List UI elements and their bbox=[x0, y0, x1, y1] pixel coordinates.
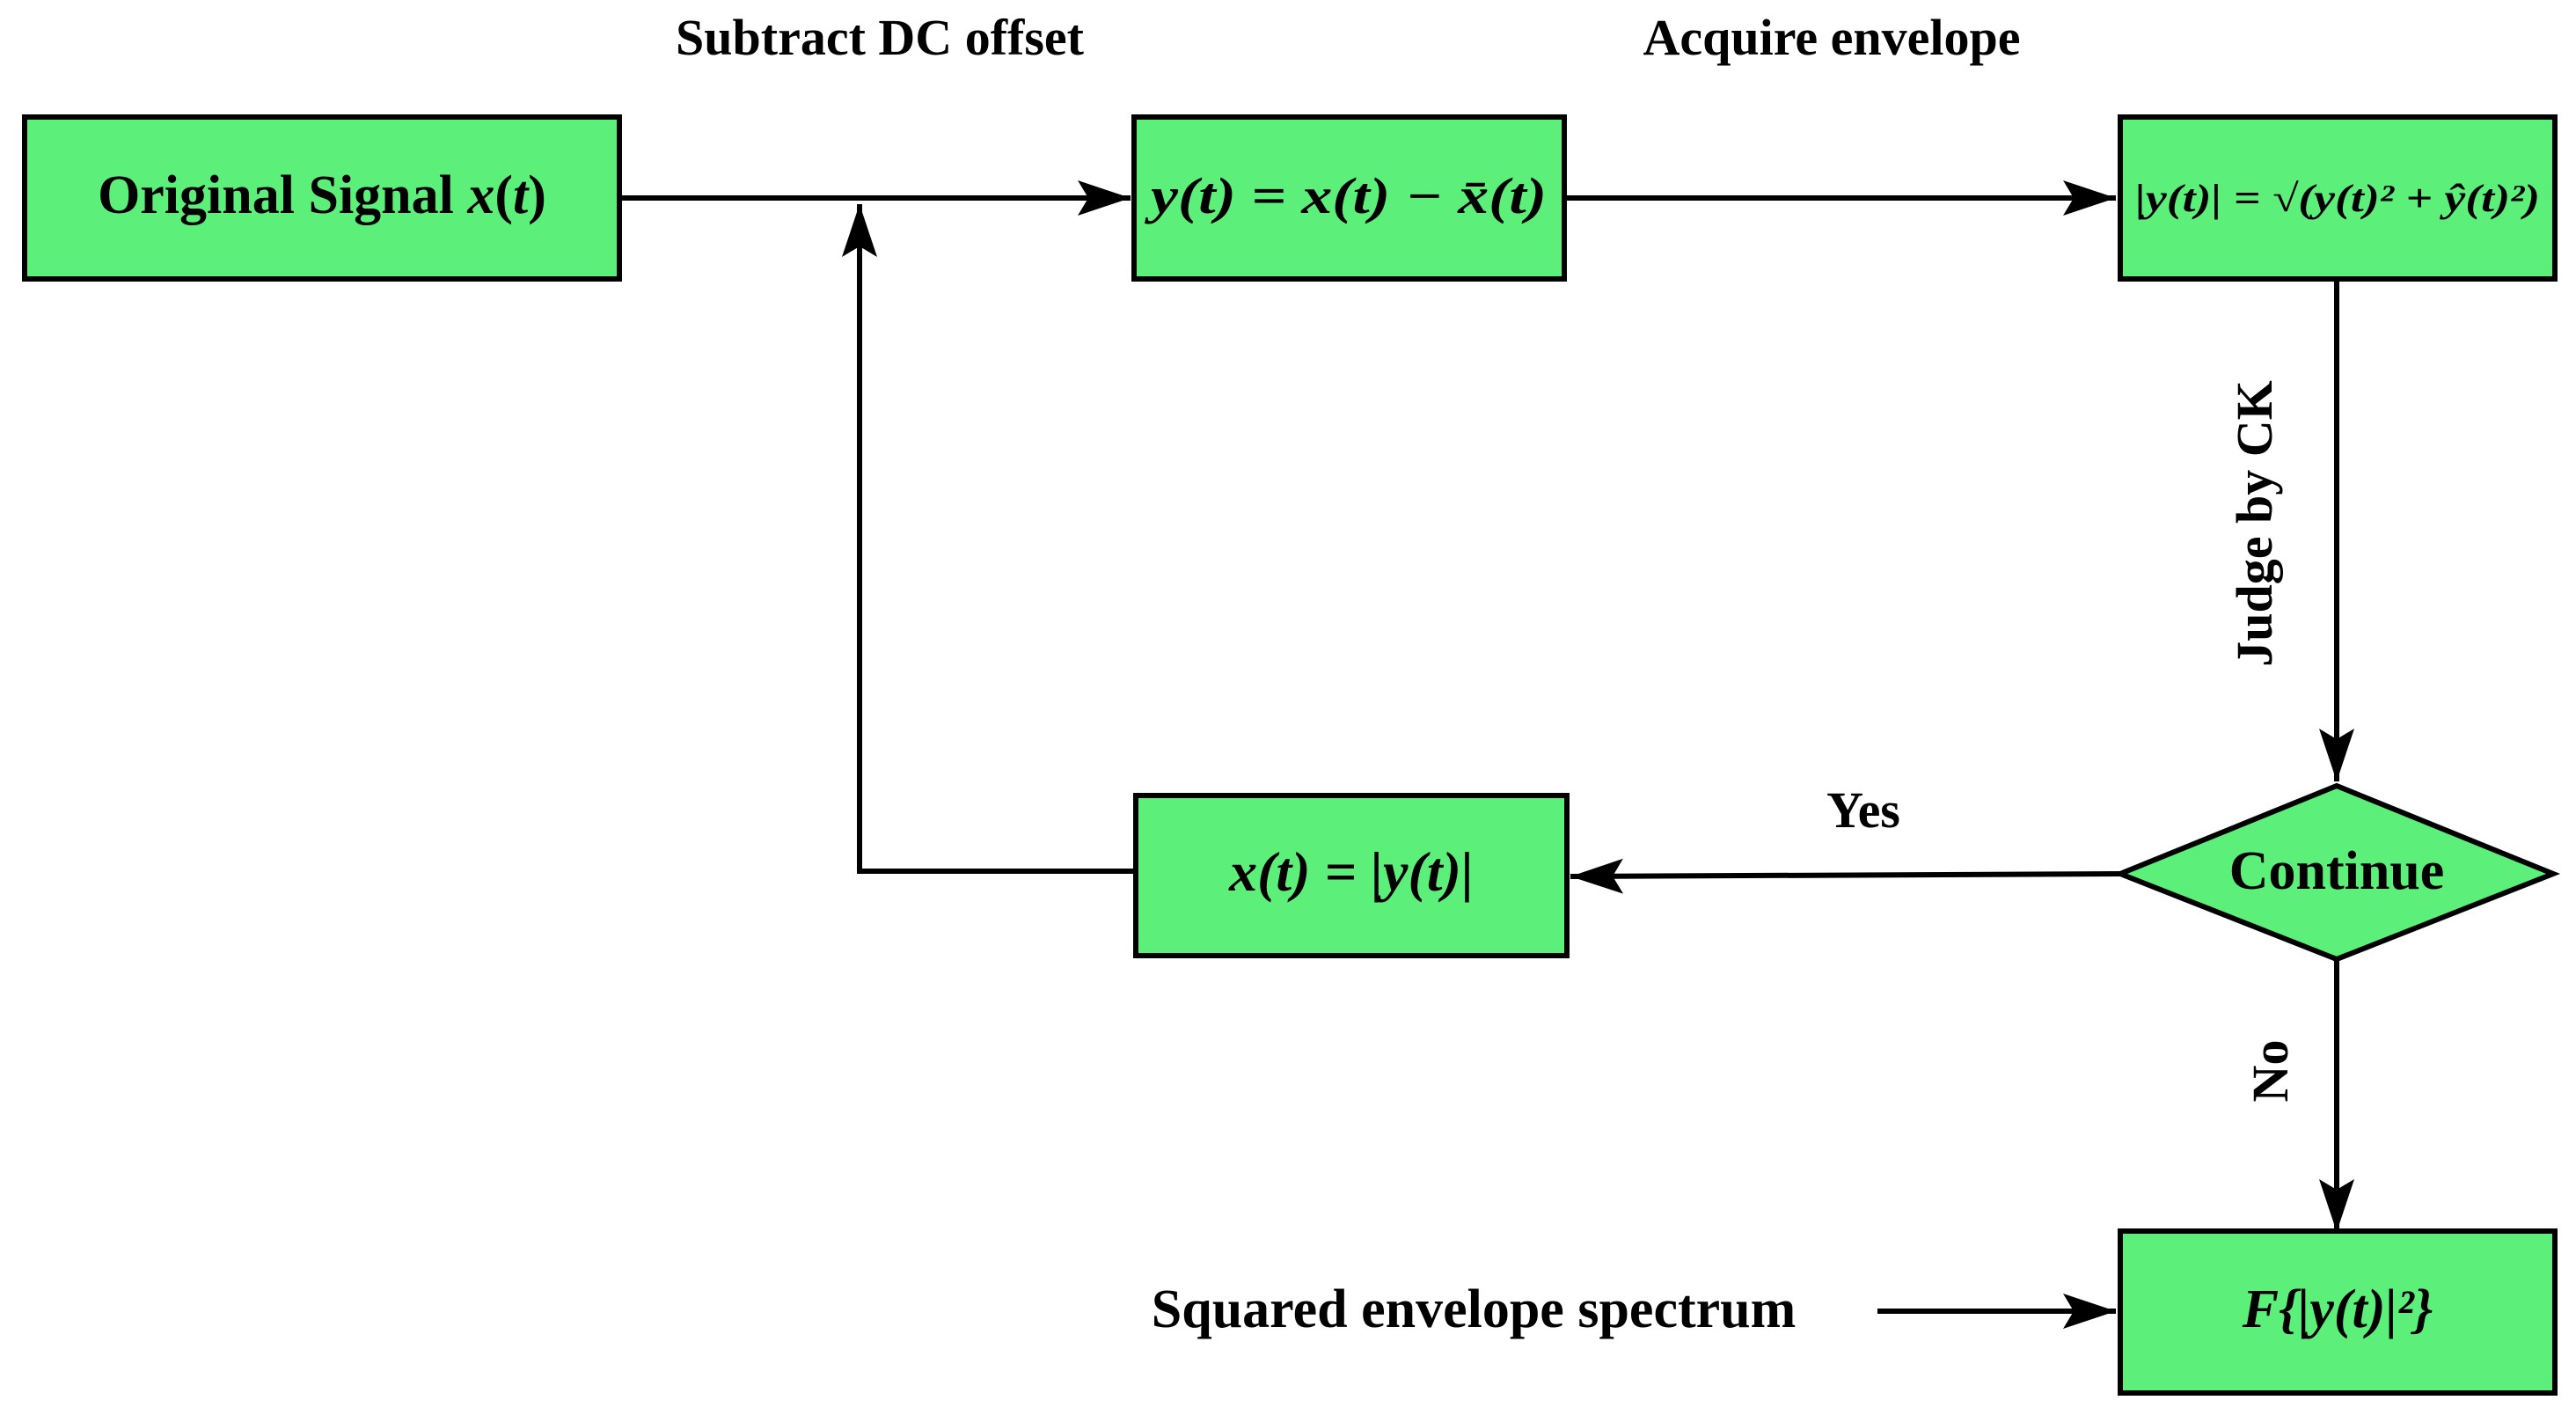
no-label: No bbox=[2242, 1040, 2299, 1103]
acquire-envelope-label: Acquire envelope bbox=[1643, 9, 2020, 66]
continue-decision: Continue bbox=[2112, 782, 2561, 963]
update-formula-rect bbox=[1133, 793, 1570, 958]
arrow-decision-to-update bbox=[1570, 858, 2121, 894]
squared-envelope-spectrum-label: Squared envelope spectrum bbox=[1152, 1279, 1797, 1339]
original-signal-box: Original Signal x(t) bbox=[22, 114, 622, 282]
spectrum-formula-box: F{|y(t)|²} bbox=[2118, 1228, 2558, 1396]
update-formula-box: x(t) = |y(t)| bbox=[1133, 793, 1570, 958]
original-signal-rect bbox=[22, 114, 622, 282]
subtract-dc-label: Subtract DC offset bbox=[676, 9, 1085, 66]
envelope-formula-box: |y(t)| = √(y(t)² + ŷ(t)²) bbox=[2118, 114, 2558, 282]
subtract-formula-box: y(t) = x(t) − x̄(t) bbox=[1131, 114, 1567, 282]
continue-text: Continue bbox=[2229, 841, 2445, 901]
yes-label: Yes bbox=[1826, 781, 1900, 839]
spectrum-formula-rect bbox=[2118, 1228, 2558, 1396]
arrow-update-loop-back bbox=[842, 204, 1133, 874]
subtract-formula-text: y(t) = x(t) − x̄(t) bbox=[1145, 167, 1547, 224]
original-signal-text: Original Signal x(t) bbox=[98, 165, 546, 225]
update-formula-text: x(t) = |y(t)| bbox=[1228, 840, 1474, 903]
envelope-formula-rect bbox=[2118, 114, 2558, 282]
subtract-formula-rect bbox=[1131, 114, 1567, 282]
continue-diamond bbox=[2112, 782, 2561, 963]
judge-by-ck-label: Judge by CK bbox=[2226, 380, 2283, 667]
envelope-formula-text: |y(t)| = √(y(t)² + ŷ(t)²) bbox=[2135, 177, 2540, 220]
spectrum-formula-text: F{|y(t)|²} bbox=[2242, 1279, 2433, 1339]
